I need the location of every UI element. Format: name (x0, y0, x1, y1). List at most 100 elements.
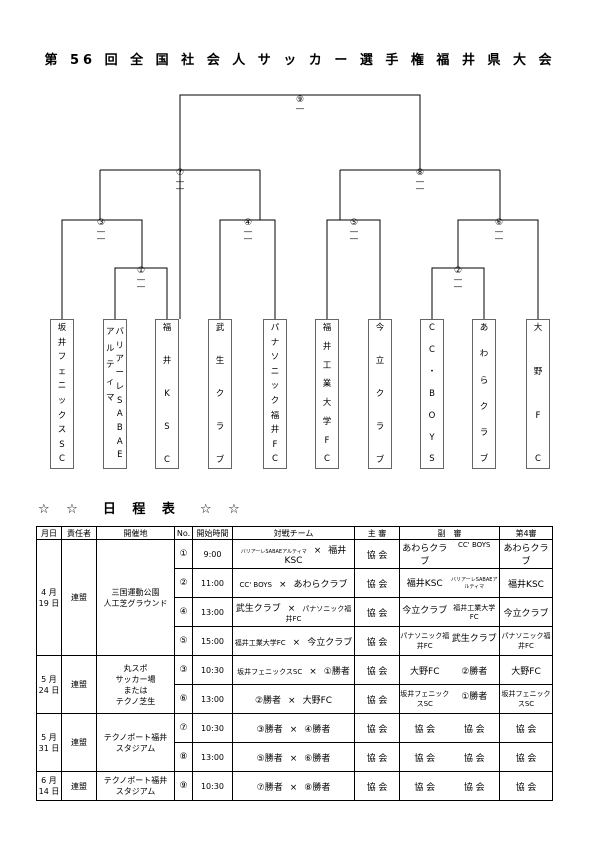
venue: 三国運動公園人工芝グラウンド (96, 539, 175, 656)
team-name-char: ニ (270, 366, 280, 377)
match-label-7: ⑦―― (175, 168, 185, 193)
match-teams: ⑤勝者×⑥勝者 (232, 742, 355, 772)
team-name-char: C (272, 454, 278, 465)
venue: 丸スポサッカー場またはテクノ芝生 (96, 655, 175, 714)
column-header: 責任者 (61, 526, 97, 540)
team-name-char: S (164, 421, 170, 432)
responsible: 連盟 (61, 713, 97, 772)
match-teams: ②勝者×大野FC (232, 684, 355, 714)
bracket-line-qf6 (457, 219, 539, 319)
team-name-char: レ (115, 381, 125, 392)
away-team: あわらクラブ (293, 579, 348, 590)
column-header: 主 審 (354, 526, 400, 540)
team-name-column: アルティマ (106, 324, 115, 464)
assistant-referees: 協 会協 会 (399, 771, 500, 801)
team-name-char: 生 (215, 355, 225, 366)
match-number: ⑨ (174, 771, 193, 801)
team-name-char: ナ (270, 337, 280, 348)
match-teams: ③勝者×④勝者 (232, 713, 355, 743)
team-name-char: 福 (322, 323, 332, 333)
team-name-char: 武 (215, 323, 225, 333)
bracket-line-qf5 (326, 219, 381, 319)
assistant-referee: 坂井フェニックスSC (400, 690, 450, 708)
fourth-official: パナソニック福井FC (499, 626, 553, 656)
bracket-line-qf4 (219, 219, 276, 319)
team-box-imadate-club: 今立クラブ (368, 319, 392, 469)
column-header: No. (174, 526, 193, 540)
assistant-referees: 協 会協 会 (399, 713, 500, 743)
start-time: 9:00 (192, 539, 233, 569)
team-name-char: F (272, 439, 278, 450)
team-name-char: ラ (479, 428, 489, 439)
assistant-referee: 協 会 (414, 782, 436, 793)
team-name-char: 井 (57, 337, 67, 348)
team-name-char: ッ (57, 396, 67, 407)
team-name-char: テ (105, 360, 115, 370)
match-label-3: ③―― (96, 218, 106, 243)
home-team: CC' BOYS (239, 580, 272, 589)
start-time: 15:00 (192, 626, 233, 656)
team-name-char: リ (115, 340, 125, 351)
home-team: ②勝者 (254, 695, 282, 706)
team-name-char: ブ (375, 454, 385, 465)
team-name-char: ク (479, 401, 489, 412)
home-team: 武生クラブ (235, 603, 281, 614)
team-name-char: ア (115, 354, 125, 365)
team-name-char: S (429, 454, 435, 465)
column-header: 開催地 (96, 526, 175, 540)
match-number: ③ (174, 655, 193, 685)
team-name-char: A (116, 436, 123, 447)
team-name-char: ら (479, 375, 489, 386)
team-name-char: C (429, 344, 435, 355)
assistant-referee: ①勝者 (461, 692, 488, 702)
fourth-official: 今立クラブ (499, 597, 553, 627)
referee: 協 会 (354, 684, 400, 714)
start-time: 10:30 (192, 713, 233, 743)
team-name-char: ェ (57, 366, 67, 377)
team-name-char: あ (479, 323, 489, 333)
vs-mark: × (313, 545, 322, 556)
team-name-char: ス (57, 425, 67, 436)
away-team: ④勝者 (304, 724, 331, 735)
team-name-char: C (164, 454, 170, 465)
team-name-char: C (535, 454, 541, 465)
away-team: パナソニック福井FC (285, 604, 352, 623)
match-label-4: ④―― (243, 218, 253, 243)
team-name-char: K (164, 388, 170, 399)
column-header: 開始時間 (192, 526, 233, 540)
match-teams: 武生クラブ×パナソニック福井FC (232, 597, 355, 627)
team-name-char: E (117, 450, 123, 461)
assistant-referees: 今立クラブ福井工業大学FC (399, 597, 500, 627)
assistant-referee: 福井工業大学FC (453, 604, 496, 621)
team-name-char: ア (105, 327, 115, 337)
schedule-title: ☆ ☆ 日 程 表 ☆ ☆ (38, 502, 246, 517)
page-title: 第 56 回 全 国 社 会 人 サ ッ カ ー 選 手 権 福 井 県 大 会 (44, 53, 556, 68)
team-name-char: S (117, 395, 123, 406)
team-name-char: F (535, 410, 541, 421)
team-name-char: F (324, 435, 330, 446)
bracket-line-r2 (431, 267, 485, 319)
match-teams: 福井工業大学FC×今立クラブ (232, 626, 355, 656)
team-name-char: 福 (162, 323, 172, 333)
match-number: ① (174, 539, 193, 569)
team-name-char: Y (429, 432, 435, 443)
fourth-official: あわらクラブ (499, 539, 553, 569)
match-label-8: ⑧―― (415, 168, 425, 193)
assistant-referee: 協 会 (463, 782, 485, 793)
assistant-referee: 協 会 (414, 753, 436, 764)
fourth-official: 大野FC (499, 655, 553, 685)
team-name-char: 井 (270, 425, 280, 436)
team-name-char: 井 (322, 341, 332, 352)
responsible: 連盟 (61, 771, 97, 801)
